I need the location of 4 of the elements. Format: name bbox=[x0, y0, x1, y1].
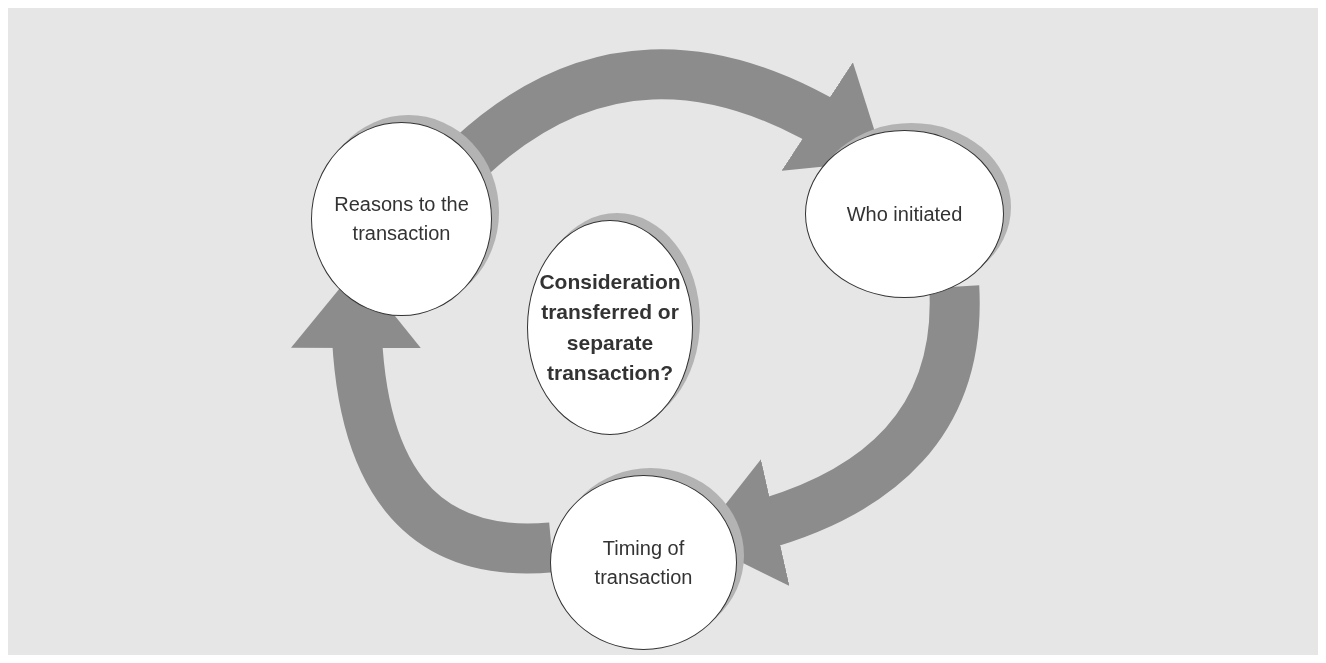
node-label: Consideration transferred or separate transaction? bbox=[539, 268, 681, 386]
node-label: Reasons to the transaction bbox=[333, 192, 470, 246]
node-label: Who initiated bbox=[846, 201, 963, 227]
node-label: Timing of transaction bbox=[593, 535, 694, 590]
